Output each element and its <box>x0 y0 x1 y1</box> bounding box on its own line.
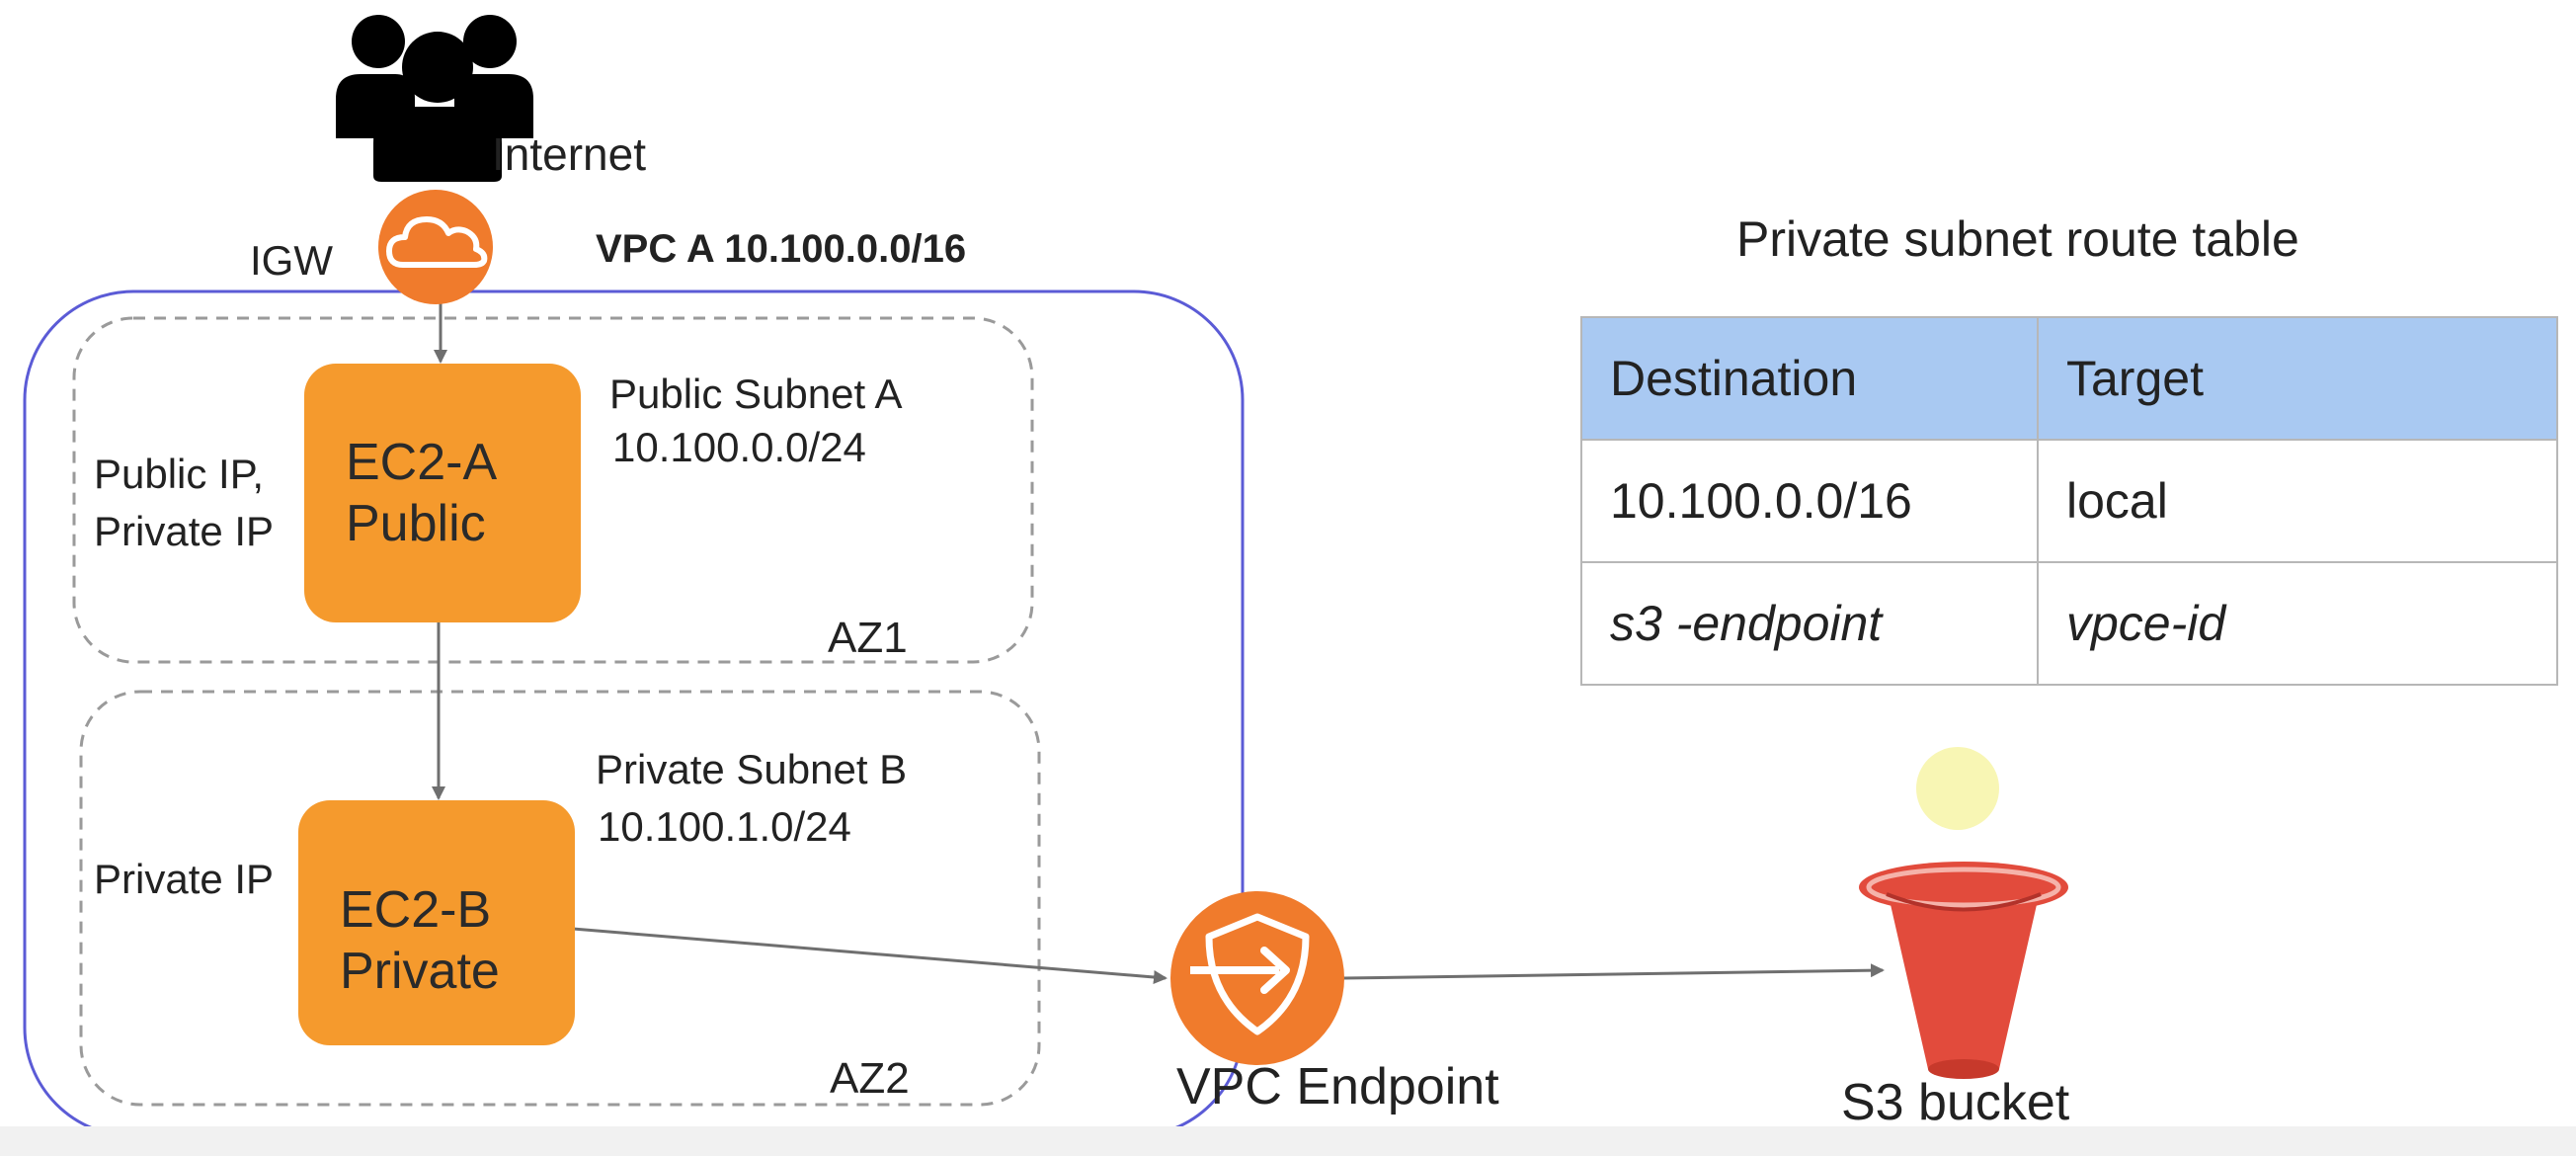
ec2b-to-endpoint-arrow <box>572 927 1167 984</box>
public-subnet-area <box>72 316 1034 664</box>
az1-label: AZ1 <box>828 614 908 662</box>
route-table: Destination Target 10.100.0.0/16 local s… <box>1580 316 2558 686</box>
bottom-strip <box>0 1126 2576 1156</box>
route-table-header-destination: Destination <box>1580 316 2039 441</box>
ec2b-name: EC2-B <box>340 881 492 939</box>
cloud-icon <box>378 190 493 304</box>
route-table-title: Private subnet route table <box>1736 211 2299 267</box>
ec2a-ip-line1: Public IP, <box>94 451 264 497</box>
endpoint-to-s3-arrow <box>1342 963 1885 980</box>
igw-label: IGW <box>250 237 333 284</box>
vpc-label: VPC A 10.100.0.0/16 <box>596 227 967 271</box>
route-table-header-row: Destination Target <box>1580 316 2558 441</box>
table-row: 10.100.0.0/16 local <box>1580 439 2558 563</box>
public-subnet-name: Public Subnet A <box>609 371 903 417</box>
ec2-b-instance[interactable]: EC2-B Private <box>298 800 575 1045</box>
public-subnet-cidr: 10.100.0.0/24 <box>612 424 866 470</box>
bucket-icon <box>1859 747 2068 1079</box>
ec2b-ip-line1: Private IP <box>94 856 275 902</box>
ec2-a-instance[interactable]: EC2-A Public <box>304 364 581 622</box>
users-icon <box>336 15 533 182</box>
shield-endpoint-icon <box>1170 891 1344 1065</box>
vpc-endpoint-label: VPC Endpoint <box>1176 1058 1499 1115</box>
ec2b-type: Private <box>340 943 500 1000</box>
internet-label: Internet <box>492 128 646 180</box>
private-subnet-area <box>79 690 1041 1107</box>
private-subnet-cidr: 10.100.1.0/24 <box>598 803 851 850</box>
ec2a-type: Public <box>346 495 486 552</box>
az2-label: AZ2 <box>830 1054 910 1103</box>
private-subnet-name: Private Subnet B <box>596 746 908 792</box>
table-row: s3 -endpoint vpce-id <box>1580 561 2558 686</box>
route-target-cell: vpce-id <box>2037 561 2558 686</box>
route-destination-cell: s3 -endpoint <box>1580 561 2039 686</box>
route-destination-cell: 10.100.0.0/16 <box>1580 439 2039 563</box>
ec2a-ip-line2: Private IP <box>94 508 275 554</box>
route-target-cell: local <box>2037 439 2558 563</box>
ec2a-name: EC2-A <box>346 434 498 491</box>
route-table-header-target: Target <box>2037 316 2558 441</box>
s3-bucket-label: S3 bucket <box>1841 1074 2070 1131</box>
